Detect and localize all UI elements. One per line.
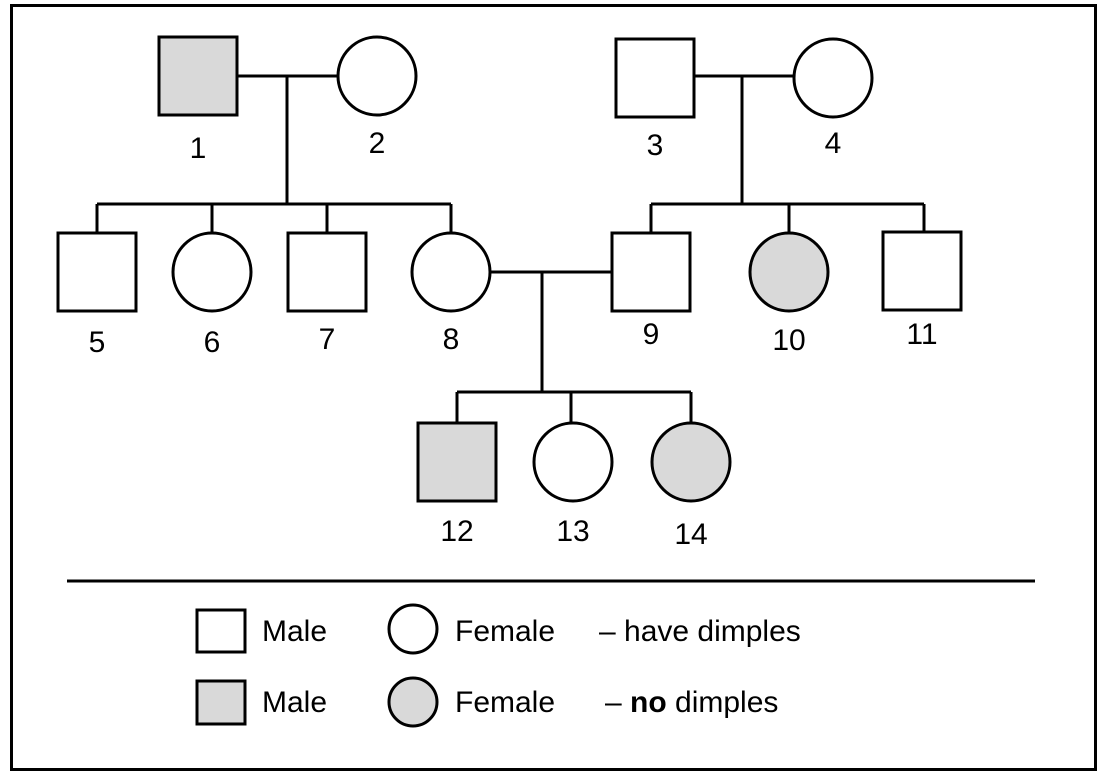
legend-no-dimples-dash: – xyxy=(605,686,622,719)
individual-label-12: 12 xyxy=(440,515,473,548)
legend-male-affected-symbol xyxy=(195,679,247,726)
pedigree-lines xyxy=(95,74,926,424)
individual-label-4: 4 xyxy=(825,127,842,160)
legend: Male Female – have dimples Male Female –… xyxy=(195,603,801,728)
legend-no-dimples-bold: no xyxy=(630,686,667,719)
legend-have-dimples-text: – have dimples xyxy=(599,615,801,648)
individual-10-circle xyxy=(748,231,830,313)
individual-6-circle xyxy=(171,231,253,313)
individual-label-3: 3 xyxy=(647,129,664,162)
individual-2-circle xyxy=(336,35,418,117)
individual-label-8: 8 xyxy=(443,323,460,356)
legend-male-label-2: Male xyxy=(262,686,327,719)
legend-male-unaffected-symbol xyxy=(195,608,247,654)
legend-female-label-1: Female xyxy=(455,615,555,648)
legend-female-label-2: Female xyxy=(455,686,555,719)
individual-8-circle xyxy=(410,231,492,313)
individual-11-square xyxy=(881,230,963,312)
individual-label-9: 9 xyxy=(643,318,660,351)
individual-label-5: 5 xyxy=(89,326,106,359)
individual-7-square xyxy=(286,231,368,313)
individual-label-13: 13 xyxy=(556,515,589,548)
individual-14-circle xyxy=(650,421,732,503)
individual-4-circle xyxy=(792,37,874,119)
individual-9-square xyxy=(610,231,692,313)
individual-label-10: 10 xyxy=(772,324,805,357)
individual-13-circle xyxy=(532,421,614,503)
figure-border xyxy=(10,4,1097,771)
individual-label-6: 6 xyxy=(204,326,221,359)
individual-12-square xyxy=(416,421,498,503)
legend-female-affected-symbol xyxy=(387,676,439,728)
individual-label-1: 1 xyxy=(190,132,207,165)
individual-label-7: 7 xyxy=(319,323,336,356)
individual-1-square xyxy=(157,35,239,117)
individual-5-square xyxy=(56,231,138,313)
individual-3-square xyxy=(614,37,696,119)
legend-no-dimples-text: – no dimples xyxy=(605,686,778,719)
legend-no-dimples-rest: dimples xyxy=(675,686,778,719)
individual-label-2: 2 xyxy=(369,127,386,160)
legend-male-label-1: Male xyxy=(262,615,327,648)
individual-label-11: 11 xyxy=(906,318,937,351)
legend-female-unaffected-symbol xyxy=(387,603,439,655)
individual-label-14: 14 xyxy=(674,518,707,551)
